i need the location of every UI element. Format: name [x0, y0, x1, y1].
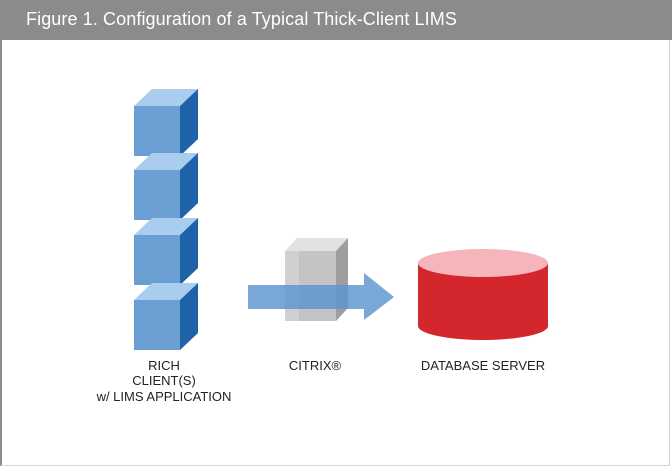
citrix-label: CITRIX®: [289, 358, 342, 373]
client-cube: [134, 89, 198, 156]
figure-title: Figure 1. Configuration of a Typical Thi…: [26, 9, 457, 29]
rich-client-label-line2: CLIENT(S): [132, 373, 196, 388]
client-cube: [134, 283, 198, 350]
architecture-diagram: RICH CLIENT(S) w/ LIMS APPLICATION CITRI…: [96, 89, 548, 404]
client-cube: [134, 153, 198, 220]
database-label: DATABASE SERVER: [421, 358, 545, 373]
rich-client-label-line1: RICH: [148, 358, 180, 373]
rich-client-label-line3: w/ LIMS APPLICATION: [96, 389, 232, 404]
rich-client-stack: [134, 89, 198, 350]
database-cylinder: [418, 249, 548, 340]
diagram-canvas: RICH CLIENT(S) w/ LIMS APPLICATION CITRI…: [2, 40, 672, 466]
figure-title-bar: Figure 1. Configuration of a Typical Thi…: [2, 0, 672, 40]
flow-arrow: [248, 273, 394, 320]
client-cube: [134, 218, 198, 285]
